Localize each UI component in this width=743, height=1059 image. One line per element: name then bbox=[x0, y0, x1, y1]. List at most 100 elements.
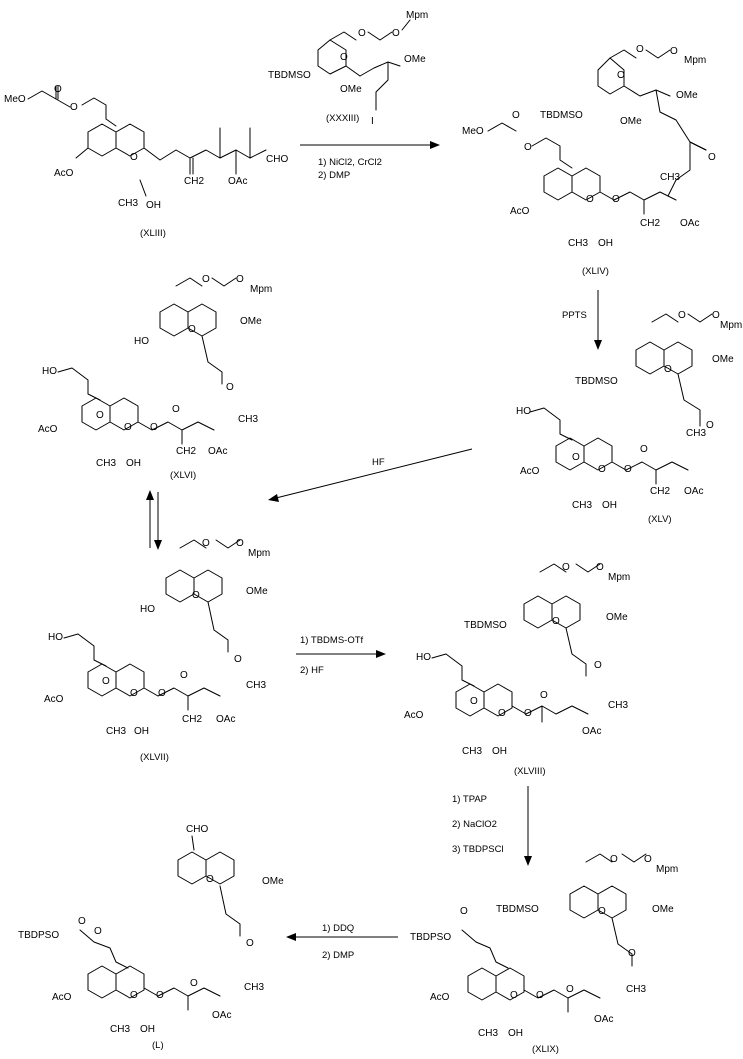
atom-ring-o: O bbox=[510, 990, 518, 1001]
atom-oh: OH bbox=[598, 238, 613, 249]
atom-mpm: Mpm bbox=[406, 10, 428, 21]
atom-o: O bbox=[566, 984, 574, 995]
condition-line: 2) DMP bbox=[318, 170, 350, 181]
atom-o: O bbox=[246, 938, 254, 949]
atom-o: O bbox=[670, 46, 678, 57]
atom-ch3: CH3 bbox=[96, 458, 116, 469]
atom-o: O bbox=[70, 102, 78, 113]
atom-ring-o: O bbox=[130, 688, 138, 699]
equilibrium-arrows bbox=[146, 490, 162, 550]
atom-o: O bbox=[644, 854, 652, 865]
atom-mpm: Mpm bbox=[720, 320, 742, 331]
condition-line: (XXXIII) bbox=[326, 113, 359, 124]
atom-ch3: CH3 bbox=[478, 1028, 498, 1039]
reaction-step-1: (XXXIII) 1) NiCl2, CrCl2 2) DMP bbox=[300, 113, 440, 181]
atom-o: O bbox=[94, 926, 102, 937]
atom-ch3: CH3 bbox=[608, 700, 628, 711]
atom-ch2: CH2 bbox=[176, 446, 196, 457]
atom-ch3: CH3 bbox=[118, 198, 138, 209]
atom-ome: OMe bbox=[246, 586, 268, 597]
atom-ring-o: O bbox=[552, 616, 560, 627]
atom-oh: OH bbox=[146, 200, 161, 211]
atom-mpm: Mpm bbox=[248, 548, 270, 559]
atom-tbdmso: TBDMSO bbox=[540, 110, 583, 121]
atom-oac: OAc bbox=[582, 726, 601, 737]
atom-oac: OAc bbox=[212, 1010, 231, 1021]
atom-o: O bbox=[358, 28, 366, 39]
atom-aco: AcO bbox=[38, 424, 58, 435]
compound-xliv: O O Mpm O TBDMSO OMe OMe O MeO O O O AcO… bbox=[462, 44, 716, 277]
atom-ring-o: O bbox=[102, 676, 110, 687]
reaction-step-4: 1) TBDMS-OTf 2) HF bbox=[296, 635, 386, 676]
atom-ch3: CH3 bbox=[246, 680, 266, 691]
condition-line: PPTS bbox=[562, 310, 587, 321]
atom-ch2: CH2 bbox=[182, 714, 202, 725]
compound-l: CHO O OMe O O O TBDPSO O O AcO O OAc CH3… bbox=[18, 824, 284, 1051]
atom-ome: OMe bbox=[620, 116, 642, 127]
compound-label: (XLIX) bbox=[532, 1044, 559, 1055]
compound-xlvii: O O Mpm O HO OMe O HO O O O AcO O CH2 OA… bbox=[44, 538, 270, 763]
ring-oxygen: O bbox=[130, 152, 138, 163]
atom-i: I bbox=[371, 116, 374, 127]
atom-o: O bbox=[524, 142, 532, 153]
compound-label: (XLIII) bbox=[140, 228, 166, 239]
compound-xlix: O O Mpm O TBDMSO OMe O O TBDPSO O O AcO … bbox=[410, 853, 678, 1055]
atom-o: O bbox=[236, 538, 244, 549]
atom-ring-o: O bbox=[206, 874, 214, 885]
atom-ho: HO bbox=[416, 652, 431, 663]
compound-label: (L) bbox=[152, 1040, 164, 1051]
atom-o: O bbox=[562, 562, 570, 573]
atom-meo: MeO bbox=[462, 126, 484, 137]
atom-oac: OAc bbox=[208, 446, 227, 457]
compound-xlviii: O O Mpm O TBDMSO OMe O HO O O O AcO O OA… bbox=[404, 562, 630, 777]
atom-aco: AcO bbox=[430, 992, 450, 1003]
reaction-step-6: 1) DDQ 2) DMP bbox=[286, 923, 398, 961]
atom-oac: OAc bbox=[684, 486, 703, 497]
atom-oac: OAc bbox=[228, 176, 247, 187]
atom-tbdpso: TBDPSO bbox=[410, 932, 451, 943]
reaction-step-2: PPTS bbox=[562, 290, 602, 350]
compound-label: (XLVII) bbox=[140, 752, 169, 763]
condition-line: HF bbox=[372, 457, 385, 468]
atom-o: O bbox=[640, 444, 648, 455]
reaction-step-5: 1) TPAP 2) NaClO2 3) TBDPSCl bbox=[452, 786, 532, 866]
atom-ch3: CH3 bbox=[660, 172, 680, 183]
atom-aco: AcO bbox=[54, 168, 74, 179]
atom-ring-o: O bbox=[340, 52, 348, 63]
atom-tbdmso: TBDMSO bbox=[575, 376, 618, 387]
atom-oac: OAc bbox=[594, 1014, 613, 1025]
atom-ring-o: O bbox=[130, 990, 138, 1001]
atom-ring-o: O bbox=[124, 422, 132, 433]
atom-mpm: Mpm bbox=[684, 55, 706, 66]
atom-tbdmso: TBDMSO bbox=[464, 620, 507, 631]
atom-oh: OH bbox=[134, 726, 149, 737]
atom-ome: OMe bbox=[712, 354, 734, 365]
atom-ch3: CH3 bbox=[106, 726, 126, 737]
atom-ome: OMe bbox=[404, 54, 426, 65]
atom-o: O bbox=[226, 382, 234, 393]
atom-ch3: CH3 bbox=[244, 982, 264, 993]
atom-ch3: CH3 bbox=[686, 428, 706, 439]
atom-o: O bbox=[712, 310, 720, 321]
atom-ome: OMe bbox=[240, 316, 262, 327]
condition-line: 1) NiCl2, CrCl2 bbox=[318, 157, 382, 168]
atom-ring-o: O bbox=[536, 990, 544, 1001]
atom-ho: HO bbox=[134, 336, 149, 347]
atom-mpm: Mpm bbox=[656, 864, 678, 875]
compound-label: (XLIV) bbox=[582, 266, 609, 277]
atom-oac: OAc bbox=[680, 218, 699, 229]
atom-ome: OMe bbox=[676, 90, 698, 101]
compound-xlv: O O Mpm O TBDMSO OMe O HO O O O AcO O CH… bbox=[516, 310, 742, 525]
atom-ring-o: O bbox=[617, 70, 625, 81]
atom-o: O bbox=[610, 854, 618, 865]
atom-o: O bbox=[628, 948, 636, 959]
atom-aco: AcO bbox=[404, 710, 424, 721]
atom-oh: OH bbox=[492, 746, 507, 757]
condition-line: 2) NaClO2 bbox=[452, 819, 497, 830]
atom-ring-o: O bbox=[572, 452, 580, 463]
atom-o: O bbox=[190, 978, 198, 989]
compound-label: (XLV) bbox=[648, 514, 672, 525]
atom-aco: AcO bbox=[510, 206, 530, 217]
atom-ho: HO bbox=[42, 366, 57, 377]
